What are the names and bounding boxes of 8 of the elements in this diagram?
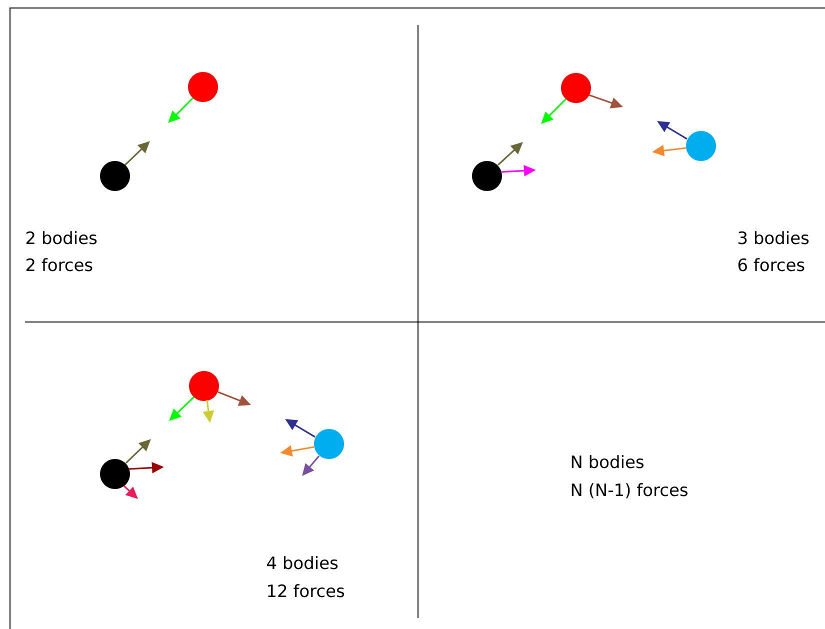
panel-label: 12 forces (268, 584, 344, 598)
panel-label: 2 bodies (26, 231, 97, 244)
panel-label: 2 forces (26, 258, 92, 272)
panel-label: 6 forces (738, 258, 804, 272)
panel-label: 3 bodies (738, 231, 809, 244)
panel-label: N bodies (572, 455, 644, 468)
panel-label: N (N-1) forces (572, 483, 688, 498)
panel-label: 4 bodies (267, 556, 338, 570)
